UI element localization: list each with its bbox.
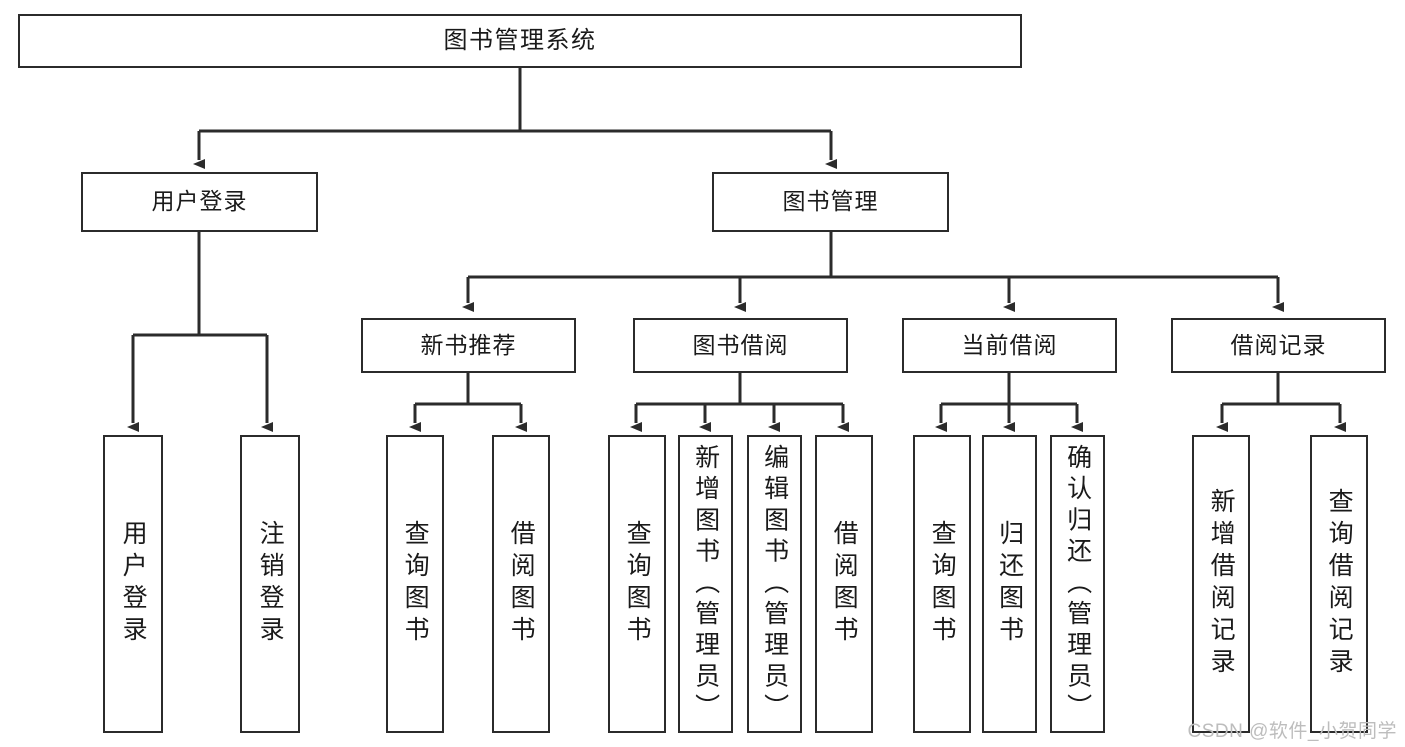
leaf-record-add-borrow-record[interactable]: 新增借阅记录 <box>1192 435 1250 733</box>
leaf-current-query-book[interactable]: 查询图书 <box>913 435 971 733</box>
node-label: 新增图书（管理员） <box>691 443 720 725</box>
leaf-current-return-book[interactable]: 归还图书 <box>982 435 1037 733</box>
node-label: 借阅图书 <box>830 520 859 648</box>
leaf-new-book-borrow[interactable]: 借阅图书 <box>492 435 550 733</box>
node-book-management[interactable]: 图书管理 <box>712 172 949 232</box>
node-root-book-management-system[interactable]: 图书管理系统 <box>18 14 1022 68</box>
leaf-borrow-query-book[interactable]: 查询图书 <box>608 435 666 733</box>
leaf-borrow-add-book-admin[interactable]: 新增图书（管理员） <box>678 435 733 733</box>
leaf-borrow-edit-book-admin[interactable]: 编辑图书（管理员） <box>747 435 802 733</box>
node-label: 归还图书 <box>995 520 1024 648</box>
leaf-record-query-borrow-record[interactable]: 查询借阅记录 <box>1310 435 1368 733</box>
node-book-borrow[interactable]: 图书借阅 <box>633 318 848 373</box>
node-label: 借阅记录 <box>1230 331 1327 358</box>
leaf-borrow-borrow-book[interactable]: 借阅图书 <box>815 435 873 733</box>
node-label: 新增借阅记录 <box>1207 488 1236 680</box>
node-user-login[interactable]: 用户登录 <box>81 172 318 232</box>
leaf-new-book-query[interactable]: 查询图书 <box>386 435 444 733</box>
node-label: 查询借阅记录 <box>1325 488 1354 680</box>
node-label: 新书推荐 <box>420 331 517 358</box>
node-label: 当前借阅 <box>961 331 1058 358</box>
node-label: 用户登录 <box>119 520 148 648</box>
node-label: 确认归还（管理员） <box>1063 443 1092 725</box>
node-label: 查询图书 <box>401 520 430 648</box>
node-label: 图书管理系统 <box>443 26 597 54</box>
node-current-borrow[interactable]: 当前借阅 <box>902 318 1117 373</box>
node-label: 注销登录 <box>256 520 285 648</box>
node-label: 借阅图书 <box>507 520 536 648</box>
node-label: 查询图书 <box>928 520 957 648</box>
node-label: 图书管理 <box>782 188 879 215</box>
leaf-user-login-signin[interactable]: 用户登录 <box>103 435 163 733</box>
node-label: 用户登录 <box>151 188 248 215</box>
node-borrow-record[interactable]: 借阅记录 <box>1171 318 1386 373</box>
leaf-current-confirm-return-admin[interactable]: 确认归还（管理员） <box>1050 435 1105 733</box>
watermark: CSDN @软件_小贺同学 <box>1187 721 1397 742</box>
leaf-user-login-signout[interactable]: 注销登录 <box>240 435 300 733</box>
node-label: 图书借阅 <box>692 331 789 358</box>
node-label: 查询图书 <box>623 520 652 648</box>
node-new-book-recommend[interactable]: 新书推荐 <box>361 318 576 373</box>
node-label: 编辑图书（管理员） <box>760 443 789 725</box>
